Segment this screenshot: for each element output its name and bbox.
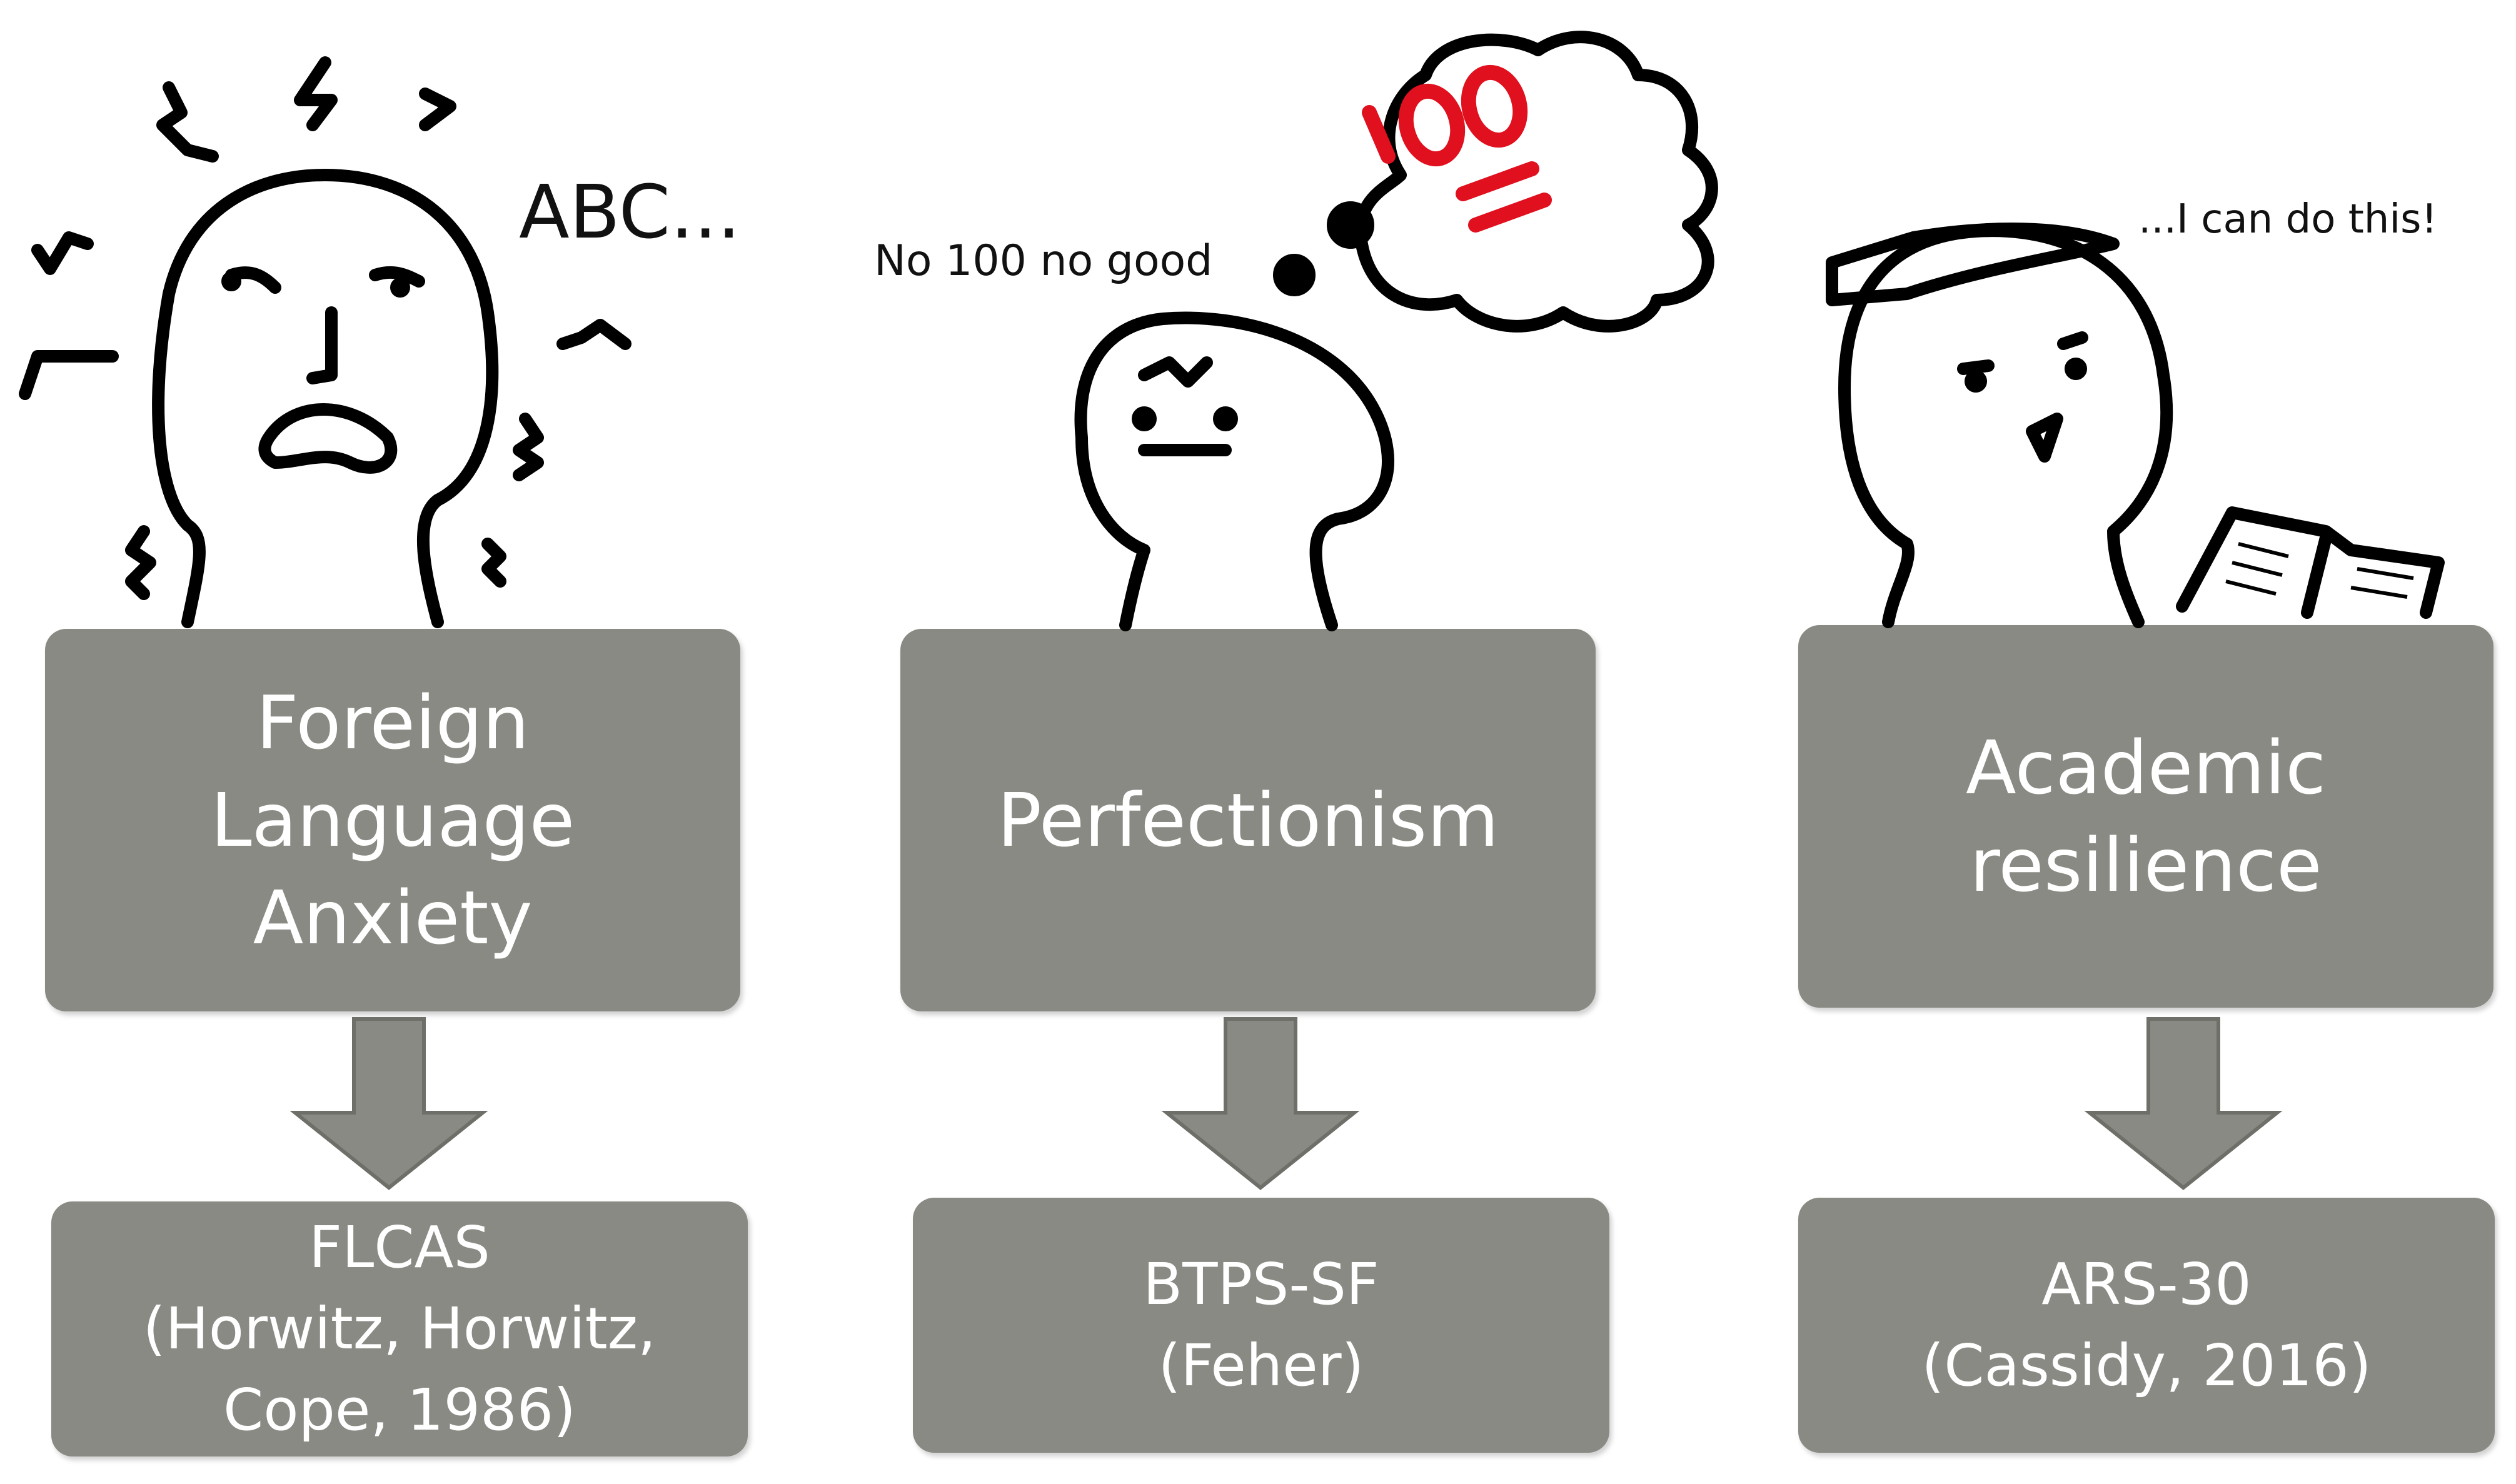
resilient-person-figure [1826, 223, 2445, 628]
book-icon [2225, 542, 2414, 599]
instrument-box-btps: BTPS-SF (Feher) [913, 1198, 1609, 1453]
resilience-caption: ...I can do this! [2138, 196, 2438, 243]
arrow-down-icon-2 [1161, 1017, 1360, 1190]
arrow-down-icon-1 [289, 1017, 488, 1190]
instrument-box-ars: ARS-30 (Cassidy, 2016) [1798, 1198, 2495, 1453]
anxious-person-figure [19, 56, 632, 628]
perfectionism-caption: No 100 no good [874, 236, 1213, 286]
anxiety-abc-text: ABC... [519, 169, 741, 255]
hundred-thought-icon [1362, 64, 1552, 233]
perfectionist-figure [1074, 31, 1718, 631]
instrument-box-flcas: FLCAS (Horwitz, Horwitz, Cope, 1986) [51, 1201, 748, 1456]
concept-box-perfectionism: Perfectionism [900, 629, 1596, 1011]
arrow-down-icon-3 [2084, 1017, 2283, 1190]
concept-box-resilience: Academic resilience [1798, 625, 2493, 1008]
concept-box-anxiety: Foreign Language Anxiety [45, 629, 740, 1011]
